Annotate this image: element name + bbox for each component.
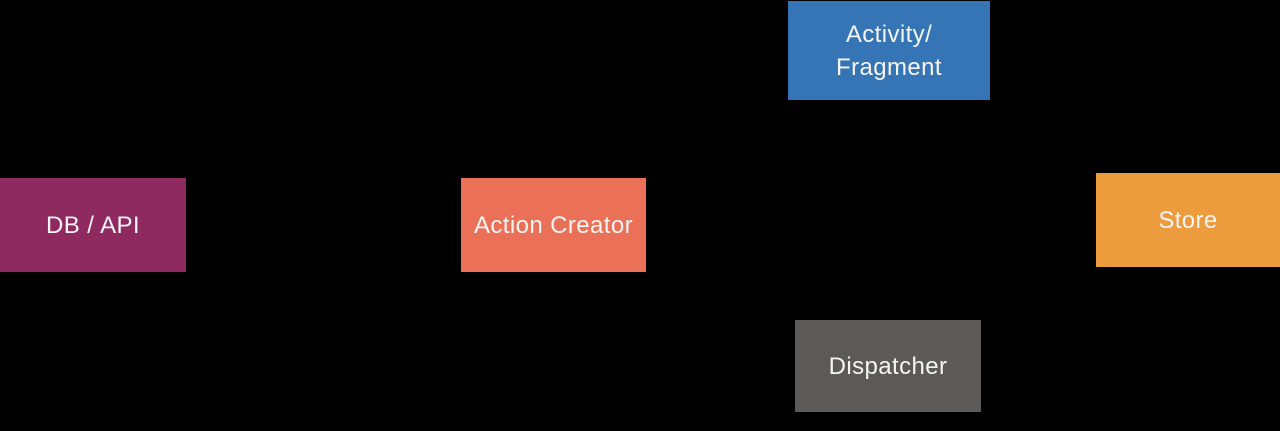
node-db-api-label: DB / API — [46, 211, 140, 239]
node-action-creator: Action Creator — [461, 178, 646, 272]
node-store: Store — [1096, 173, 1280, 267]
node-activity-fragment: Activity/ Fragment — [788, 1, 990, 100]
node-action-creator-label: Action Creator — [474, 211, 633, 239]
node-activity-fragment-label: Activity/ Fragment — [836, 20, 942, 81]
node-db-api: DB / API — [0, 178, 186, 272]
node-store-label: Store — [1158, 206, 1218, 234]
node-dispatcher: Dispatcher — [795, 320, 981, 412]
node-dispatcher-label: Dispatcher — [828, 352, 948, 380]
